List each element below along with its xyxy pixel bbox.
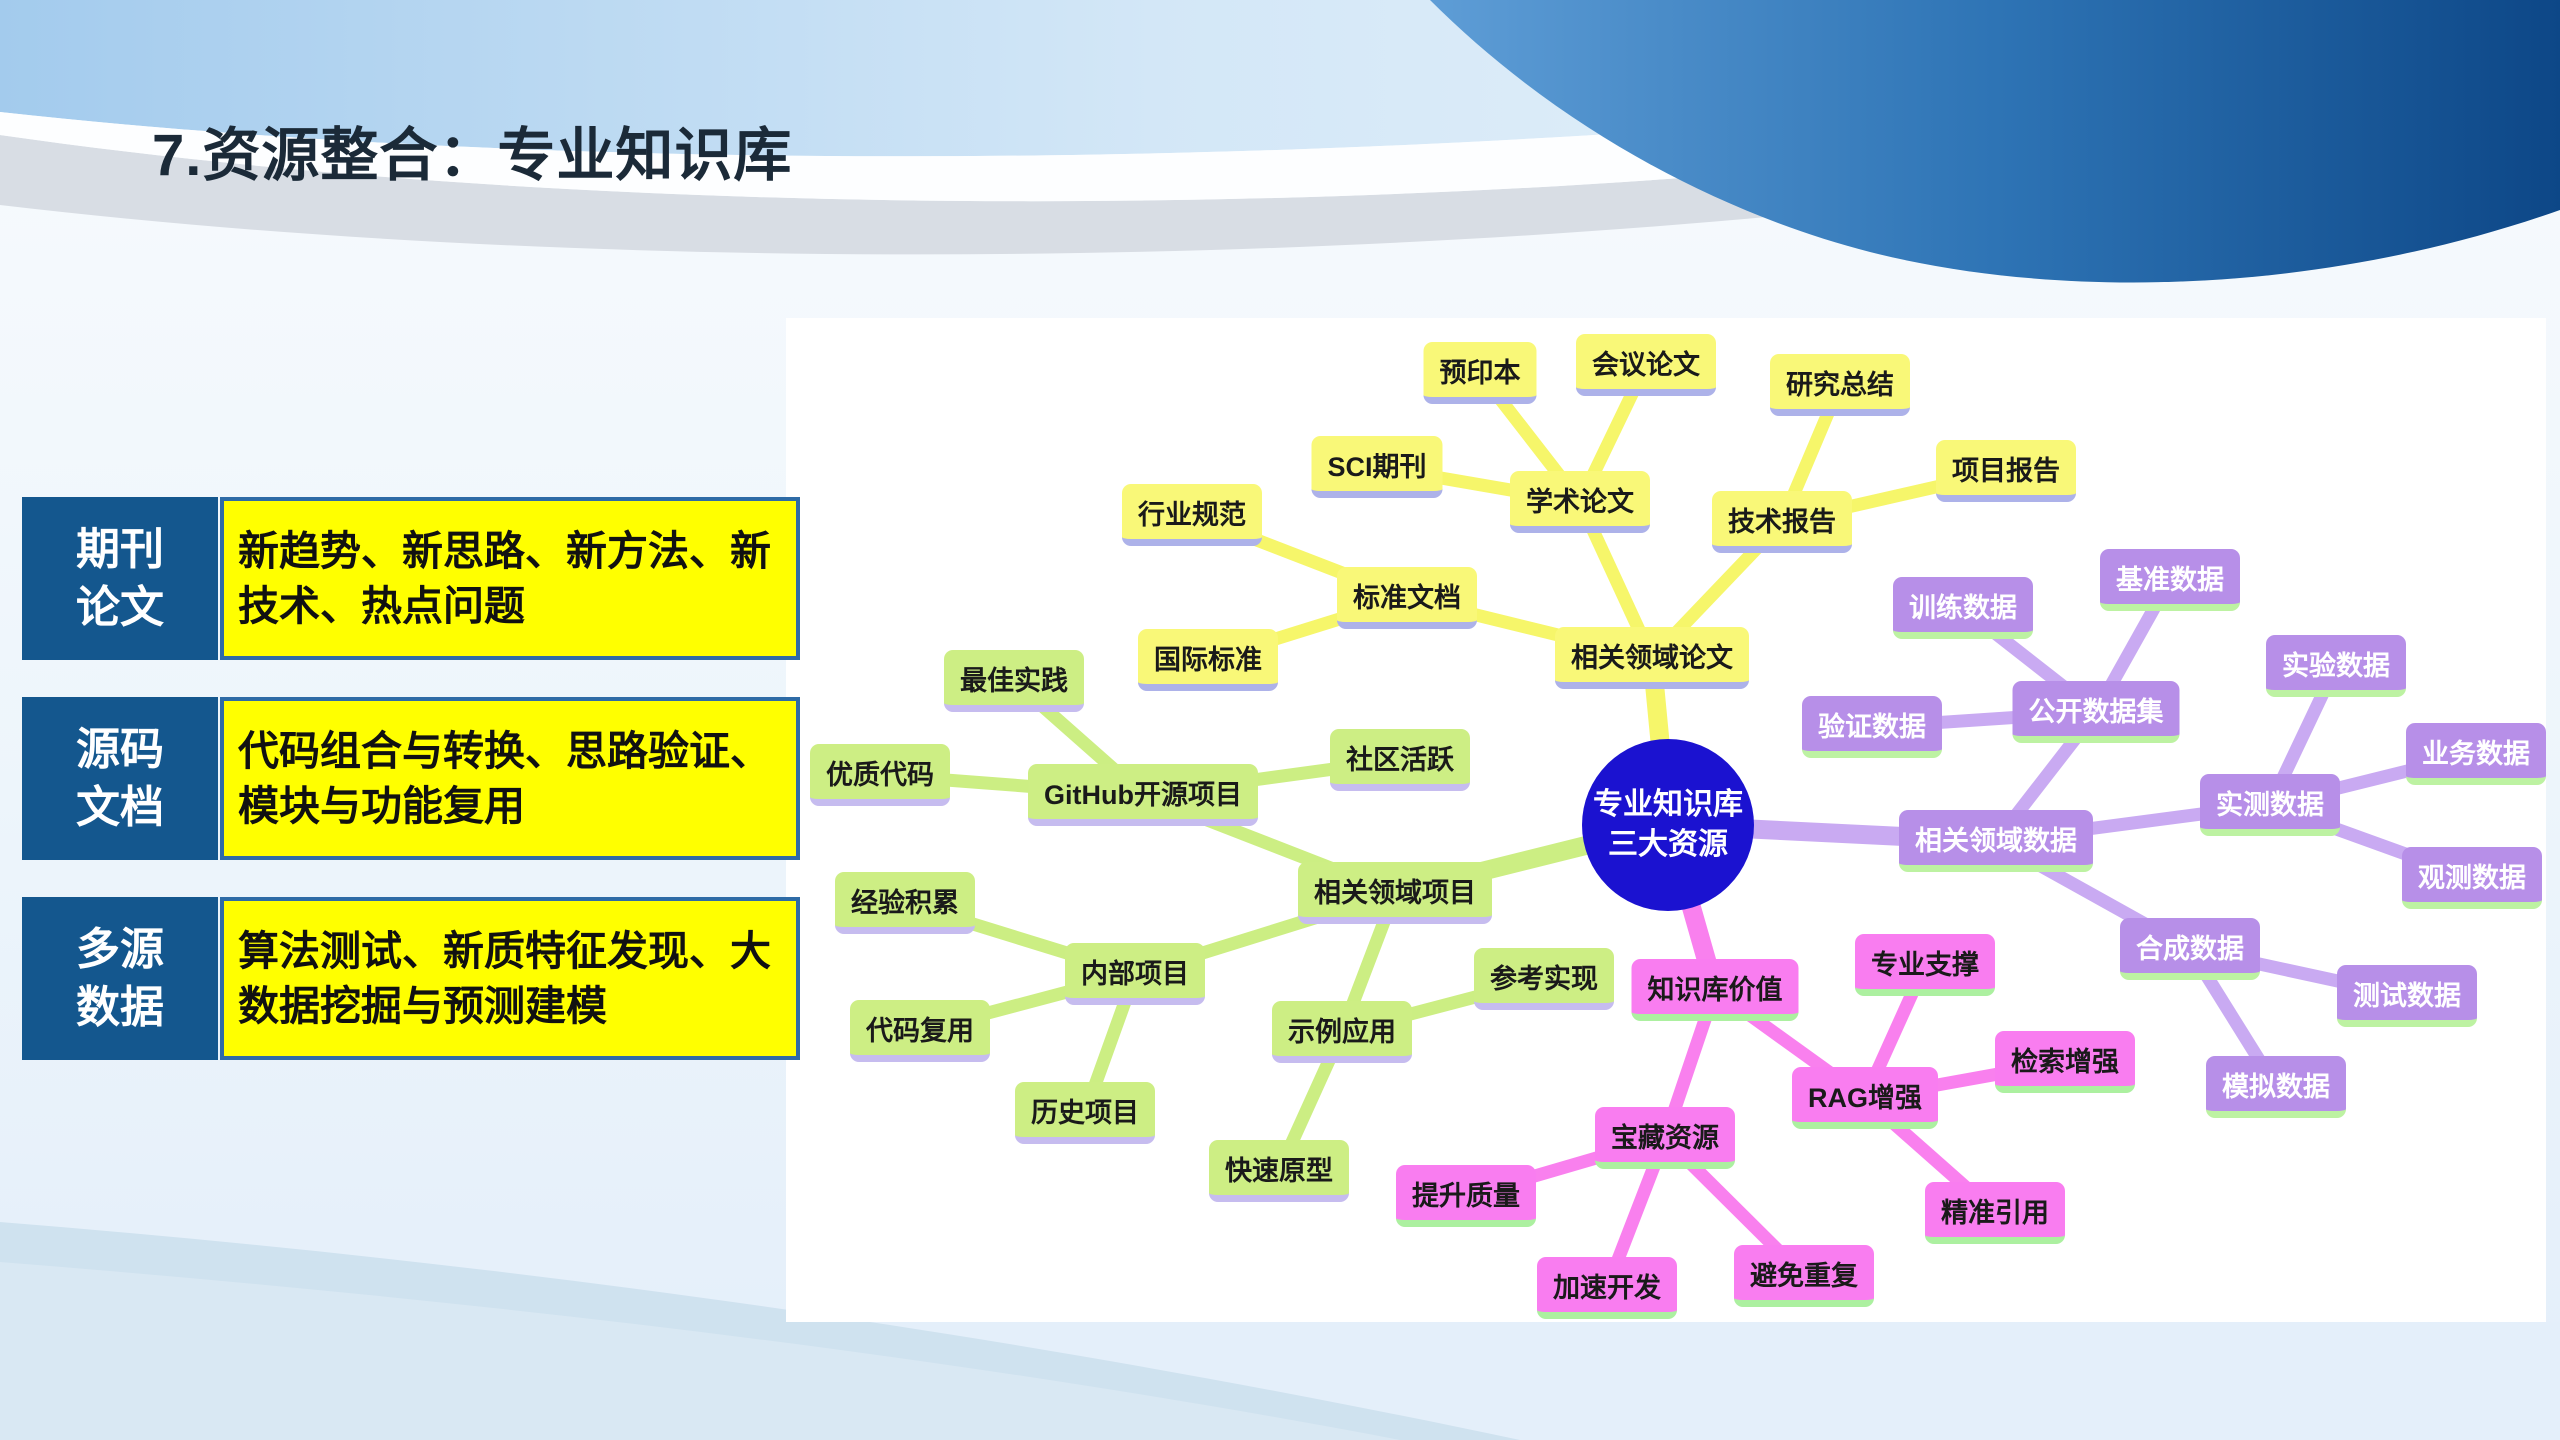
- mindmap-node-guoji: 国际标准: [1138, 629, 1278, 691]
- mindmap-node-yuyinben: 预印本: [1423, 342, 1537, 404]
- mindmap-node-jiansuo: 检索增强: [1995, 1031, 2135, 1093]
- mindmap-node-zhicheng: 专业支撑: [1855, 934, 1995, 996]
- legend-desc-sourcecode: 代码组合与转换、思路验证、模块与功能复用: [220, 697, 800, 860]
- mindmap-center-node: 专业知识库 三大资源: [1582, 739, 1754, 911]
- mindmap-node-tisheng: 提升质量: [1396, 1165, 1536, 1227]
- legend-term-line1: 期刊: [76, 525, 164, 575]
- globe-highlight: [0, 1262, 1400, 1440]
- mindmap-node-lishi: 历史项目: [1015, 1082, 1155, 1144]
- mindmap-node-biaozhun: 标准文档: [1337, 567, 1477, 629]
- mindmap-node-jiasu: 加速开发: [1537, 1257, 1677, 1319]
- legend-desc-multisource: 算法测试、新质特征发现、大数据挖掘与预测建模: [220, 897, 800, 1060]
- legend-desc-text: 算法测试、新质特征发现、大数据挖掘与预测建模: [238, 928, 771, 1029]
- legend-term-line1: 源码: [76, 725, 164, 775]
- mindmap-node-huiyi: 会议论文: [1576, 334, 1716, 396]
- mindmap-node-jizhun: 基准数据: [2100, 549, 2240, 611]
- center-node-line1: 专业知识库: [1593, 787, 1743, 821]
- mindmap-node-lunwen: 相关领域论文: [1555, 627, 1749, 689]
- legend-row-multisource: 多源 数据 算法测试、新质特征发现、大数据挖掘与预测建模: [22, 897, 800, 1060]
- mindmap-node-jingyan: 经验积累: [835, 872, 975, 934]
- page-title: 7.资源整合：专业知识库: [152, 123, 793, 188]
- top-swoosh-dark-blue: [1430, 0, 2560, 283]
- mindmap-node-bimian: 避免重复: [1734, 1245, 1874, 1307]
- center-node-line2: 三大资源: [1608, 828, 1728, 861]
- mindmap-node-jishu: 技术报告: [1712, 491, 1852, 553]
- legend-desc-journal: 新趋势、新思路、新方法、新技术、热点问题: [220, 497, 800, 660]
- mindmap-node-shequ: 社区活跃: [1330, 729, 1470, 791]
- top-swoosh-gray: [0, 55, 2560, 255]
- mindmap-node-yinyong: 精准引用: [1925, 1182, 2065, 1244]
- mindmap-node-baozang: 宝藏资源: [1595, 1107, 1735, 1169]
- mindmap-node-daima: 代码复用: [850, 1000, 990, 1062]
- legend-desc-text: 代码组合与转换、思路验证、模块与功能复用: [238, 728, 771, 829]
- mindmap-node-sci: SCI期刊: [1311, 436, 1443, 498]
- legend-table: 期刊 论文 新趋势、新思路、新方法、新技术、热点问题 源码 文档 代码组合与转换…: [22, 497, 800, 1097]
- mindmap-node-ceshi: 测试数据: [2337, 965, 2477, 1027]
- mindmap-node-youzhi: 优质代码: [810, 744, 950, 806]
- mindmap-node-shili: 示例应用: [1272, 1001, 1412, 1063]
- legend-term-line2: 数据: [76, 982, 164, 1032]
- mindmap-node-xueshu: 学术论文: [1510, 471, 1650, 533]
- mindmap-node-yewu: 业务数据: [2406, 723, 2546, 785]
- mindmap-node-yanzheng: 验证数据: [1802, 696, 1942, 758]
- mindmap-node-zuijia: 最佳实践: [944, 650, 1084, 712]
- legend-term-line2: 文档: [76, 782, 164, 832]
- mindmap-node-xmbaogao: 项目报告: [1936, 440, 2076, 502]
- mindmap-node-yanjiu: 研究总结: [1770, 354, 1910, 416]
- mindmap-node-hangye: 行业规范: [1122, 484, 1262, 546]
- mindmap-node-xiangmu: 相关领域项目: [1298, 862, 1492, 924]
- legend-term-line1: 多源: [76, 925, 164, 975]
- mindmap-panel: 专业知识库 三大资源 相关领域论文 学术论文技术报告标准文档 预印本会议论文 SCI期…: [786, 318, 2546, 1322]
- mindmap-node-kuaisu: 快速原型: [1209, 1140, 1349, 1202]
- mindmap-node-jiazhi: 知识库价值: [1631, 959, 1799, 1021]
- mindmap-node-shiyan: 实验数据: [2266, 635, 2406, 697]
- mindmap-node-neibu: 内部项目: [1065, 943, 1205, 1005]
- mindmap-node-guance: 观测数据: [2402, 847, 2542, 909]
- legend-term-journal: 期刊 论文: [22, 497, 218, 660]
- mindmap-node-xunlian: 训练数据: [1893, 577, 2033, 639]
- mindmap-node-github: GitHub开源项目: [1028, 764, 1258, 826]
- legend-term-multisource: 多源 数据: [22, 897, 218, 1060]
- mindmap-node-rag: RAG增强: [1792, 1067, 1938, 1129]
- mindmap-node-hecheng: 合成数据: [2120, 918, 2260, 980]
- legend-term-sourcecode: 源码 文档: [22, 697, 218, 860]
- legend-row-journal: 期刊 论文 新趋势、新思路、新方法、新技术、热点问题: [22, 497, 800, 660]
- mindmap-node-moni: 模拟数据: [2206, 1056, 2346, 1118]
- mindmap-node-cankao: 参考实现: [1474, 948, 1614, 1010]
- legend-row-sourcecode: 源码 文档 代码组合与转换、思路验证、模块与功能复用: [22, 697, 800, 860]
- legend-term-line2: 论文: [76, 582, 164, 632]
- legend-desc-text: 新趋势、新思路、新方法、新技术、热点问题: [238, 528, 771, 629]
- mindmap-node-shuju: 相关领域数据: [1899, 810, 2093, 872]
- mindmap-node-shice: 实测数据: [2200, 774, 2340, 836]
- mindmap-node-gongkai: 公开数据集: [2012, 681, 2180, 743]
